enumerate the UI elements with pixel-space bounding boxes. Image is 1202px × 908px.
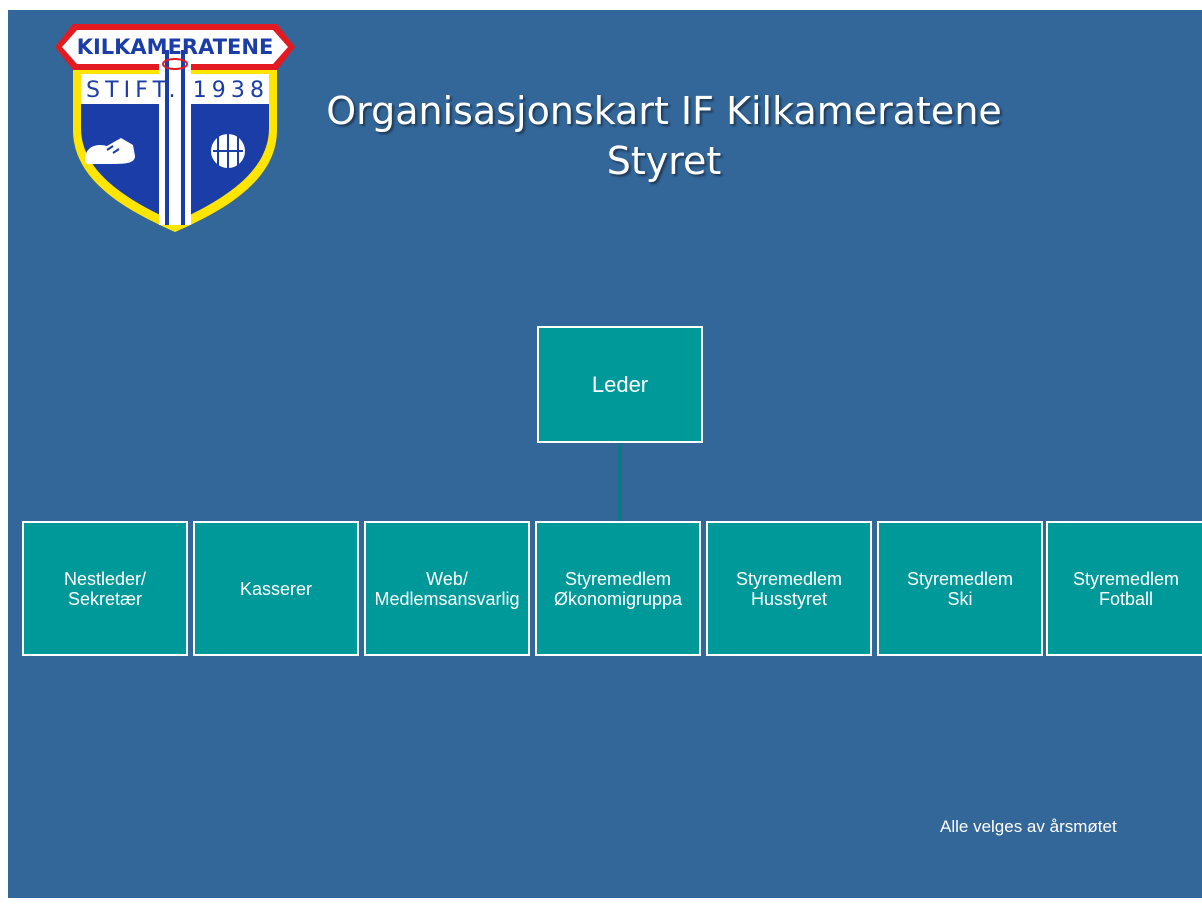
org-box-label-line1: Kasserer — [239, 578, 313, 599]
org-box-label-line1: Styremedlem — [564, 568, 671, 589]
org-box-leader-label: Leder — [591, 371, 649, 397]
org-box-husstyret: Styremedlem Husstyret — [706, 521, 872, 656]
slide-title: Organisasjonskart IF Kilkameratene Styre… — [288, 86, 1040, 186]
ball-icon — [211, 134, 245, 168]
org-box-label-line2: Medlemsansvarlig — [374, 588, 520, 609]
footnote: Alle velges av årsmøtet — [940, 817, 1117, 836]
org-box-label-line1: Styremedlem — [1072, 568, 1180, 589]
org-box-ski: Styremedlem Ski — [877, 521, 1043, 656]
org-box-web: Web/ Medlemsansvarlig — [364, 521, 530, 656]
club-crest-logo: KILKAMERATENE STIFT. 1938 — [55, 24, 295, 232]
org-box-label-line2: Sekretær — [67, 588, 142, 609]
title-line-1: Organisasjonskart IF Kilkameratene — [326, 89, 1002, 133]
slide: KILKAMERATENE STIFT. 1938 Organisasjonsk… — [8, 10, 1202, 898]
org-box-leader: Leder — [537, 326, 703, 443]
org-box-label-line2: Økonomigruppa — [553, 588, 683, 609]
crest-top-text: KILKAMERATENE — [77, 35, 274, 59]
org-box-label-line1: Styremedlem — [906, 568, 1014, 589]
org-box-label-line2: Husstyret — [750, 588, 828, 609]
org-box-label-line1: Web/ — [426, 568, 468, 589]
org-box-nestleder: Nestleder/ Sekretær — [22, 521, 188, 656]
title-line-2: Styret — [606, 139, 722, 183]
connector-line — [618, 443, 622, 521]
shoe-icon — [85, 138, 135, 164]
crest-band-text: STIFT. 1938 — [86, 78, 264, 103]
org-box-fotball: Styremedlem Fotball — [1046, 521, 1202, 656]
org-box-okonomigruppa: Styremedlem Økonomigruppa — [535, 521, 701, 656]
org-box-label-line1: Styremedlem — [735, 568, 843, 589]
org-box-kasserer: Kasserer — [193, 521, 359, 656]
org-box-label-line2: Fotball — [1098, 588, 1154, 609]
org-box-label-line2: Ski — [947, 588, 973, 609]
org-box-label-line1: Nestleder/ — [63, 568, 147, 589]
